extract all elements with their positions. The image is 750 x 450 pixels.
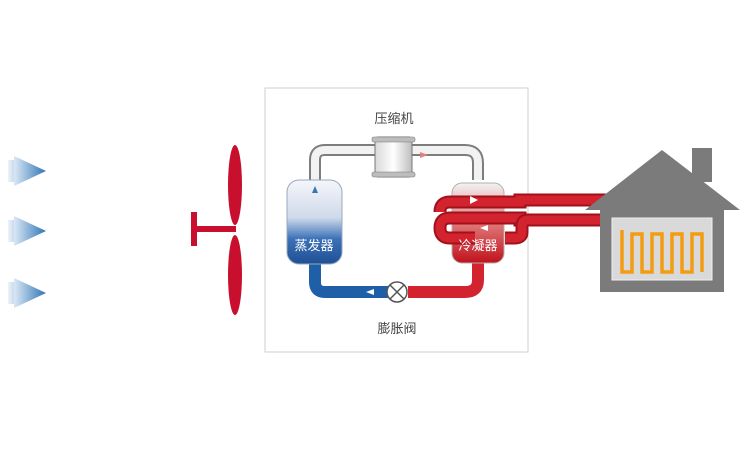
fan-icon — [191, 145, 242, 315]
expansion-valve-label: 膨胀阀 — [377, 322, 416, 337]
air-flow-arrow-icon — [8, 216, 46, 246]
floor-heating-coil — [620, 230, 704, 274]
cold-liquid-pipe — [309, 262, 388, 298]
air-flow-arrows — [8, 156, 46, 308]
air-flow-arrow-icon — [8, 278, 46, 308]
low-pressure-gas-pipe — [309, 144, 484, 180]
compressor-label: 压缩机 — [374, 111, 413, 127]
air-flow-arrow-icon — [8, 156, 46, 186]
compressor — [371, 136, 416, 178]
hot-liquid-pipe — [408, 262, 484, 298]
condenser-label: 冷凝器 — [458, 238, 497, 254]
evaporator — [286, 179, 343, 265]
expansion-valve-icon — [386, 281, 408, 303]
evaporator-label: 蒸发器 — [294, 238, 333, 254]
